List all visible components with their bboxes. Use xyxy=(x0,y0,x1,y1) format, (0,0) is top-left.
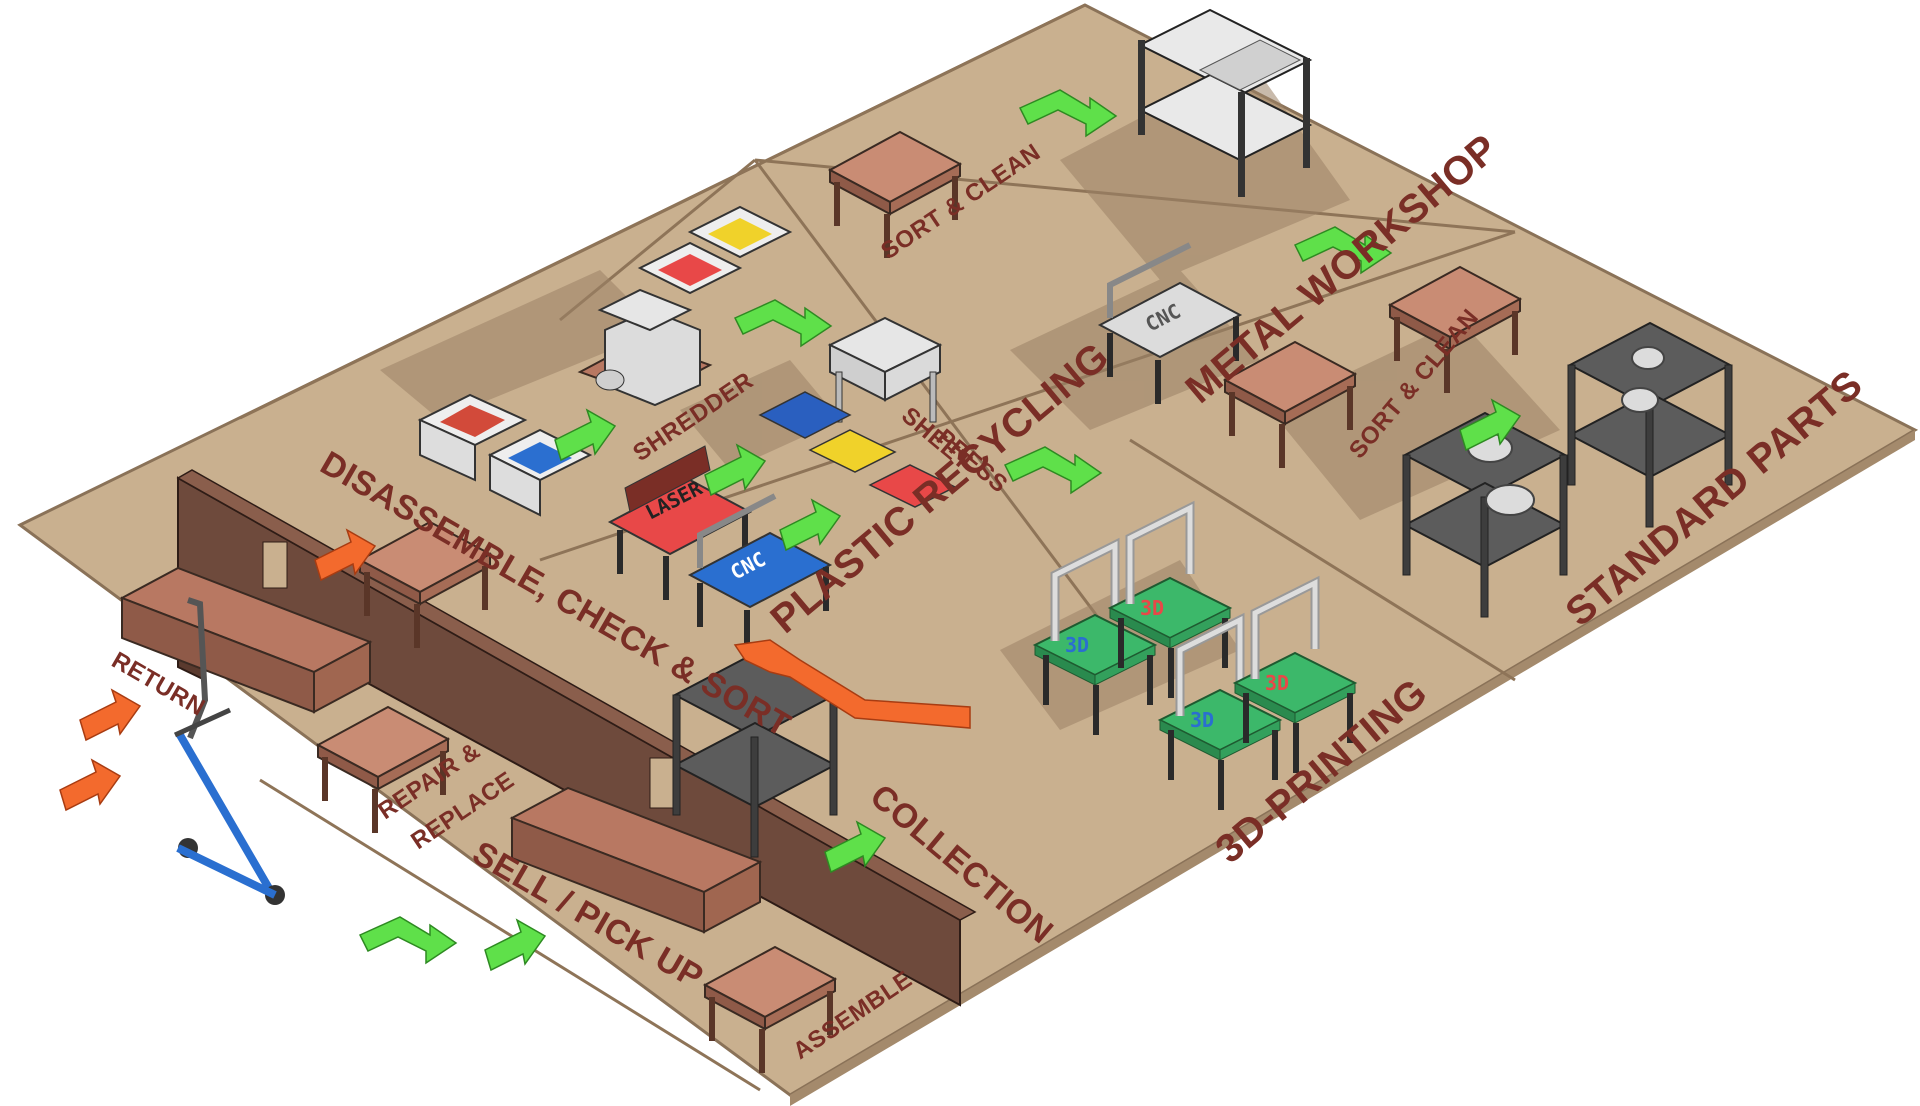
plastic-sheets xyxy=(758,391,957,508)
laser-cutter: LASER xyxy=(607,445,753,600)
bolt-items xyxy=(1467,346,1665,516)
arrow-green-sell-1 xyxy=(484,919,546,971)
printer-1: 3D xyxy=(1035,545,1155,735)
print-tag-3: 3D xyxy=(1190,708,1214,732)
print-tag-2: 3D xyxy=(1140,596,1164,620)
shredder-machine xyxy=(577,288,713,407)
floor-edge xyxy=(790,430,1915,1106)
print-tag-4: 3D xyxy=(1265,671,1289,695)
sheet-press xyxy=(827,316,943,423)
counter-return xyxy=(119,566,373,714)
arrow-orange-collection xyxy=(733,639,971,729)
printer-2: 3D xyxy=(1110,508,1230,698)
cnc-metal: CNC xyxy=(1097,242,1243,404)
cnc-plastic: CNC xyxy=(687,493,833,654)
scooter xyxy=(173,597,285,905)
arrow-orange-return-1 xyxy=(79,689,141,741)
counter-sell xyxy=(509,786,763,934)
arrow-green-sell-2 xyxy=(359,916,457,964)
arrow-orange-return-2 xyxy=(59,759,121,811)
printer-3: 3D xyxy=(1160,620,1280,810)
material-bins xyxy=(417,205,793,517)
print-tag-1: 3D xyxy=(1065,633,1089,657)
shelf-metal xyxy=(1137,8,1313,197)
printer-4: 3D xyxy=(1235,583,1355,773)
